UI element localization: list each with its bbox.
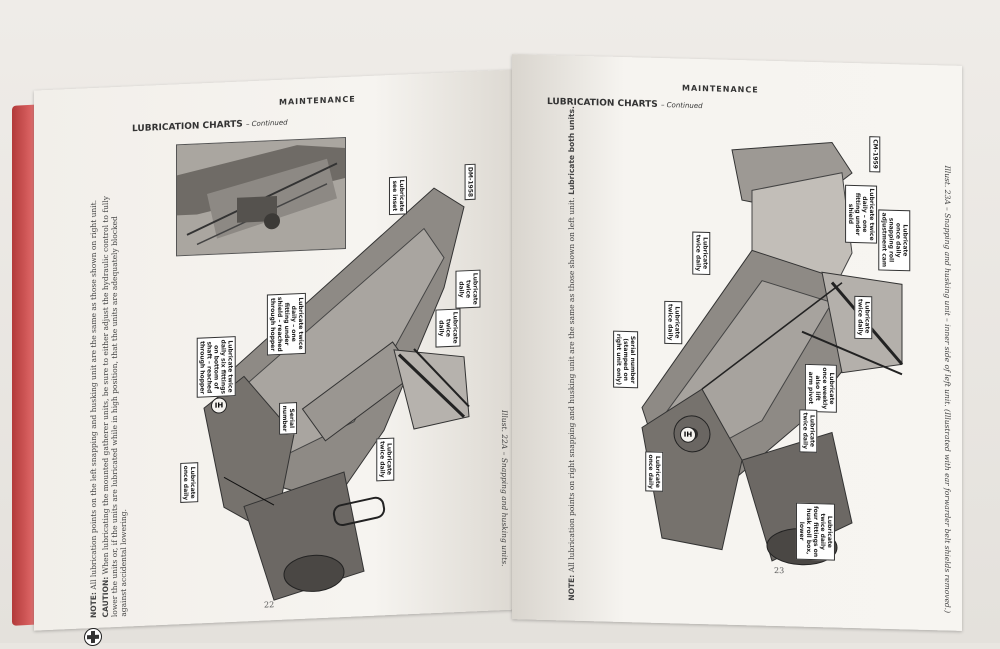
left-callout-5: Lubricate twice daily six fittings on bo…: [196, 336, 236, 399]
left-caution-label: CAUTION:: [101, 576, 110, 618]
left-page-number: 22: [264, 600, 275, 610]
right-illustration-caption: Illust. 23A – Snapping and husking unit …: [943, 165, 952, 614]
left-page: MAINTENANCE LUBRICATION CHARTS – Continu…: [34, 69, 519, 647]
left-callout-3: Lubricate twice daily – one fitting unde…: [266, 292, 306, 356]
left-callout-1: Lubricate see inset: [388, 176, 407, 216]
right-callout-7: Lubricate once weekly also lift arm pivo…: [804, 363, 837, 413]
right-callout-9: Lubricate once daily: [645, 451, 664, 493]
left-note-text: All lubrication points on the left snapp…: [89, 199, 98, 590]
right-running-head: MAINTENANCE: [682, 83, 759, 95]
right-callout-10: Lubricate twice daily four fittings on h…: [795, 502, 835, 561]
left-caution-text: When lubricating the mounted gatherer un…: [101, 195, 128, 618]
left-callout-6: Serial number: [279, 402, 298, 435]
right-note-label: NOTE:: [567, 574, 576, 601]
right-note: NOTE: All lubrication points on right sn…: [567, 106, 576, 601]
left-callout-8: Lubricate twice daily: [376, 437, 395, 481]
right-callout-3: Lubricate twice daily: [692, 231, 711, 275]
right-section-continued: – Continued: [660, 101, 703, 111]
open-manual: MAINTENANCE LUBRICATION CHARTS – Continu…: [12, 50, 992, 647]
left-callout-2: Lubricate twice daily: [455, 269, 481, 309]
inset-photo-drawing: [177, 138, 345, 256]
left-illustration-caption: Illust. 22A – Snapping and husking units…: [500, 409, 509, 567]
right-page-number: 23: [774, 565, 785, 576]
left-inset-photo: [176, 136, 346, 257]
right-callout-2: Lubricate once daily snapping roll adjus…: [878, 209, 911, 271]
left-callout-4: Lubricate twice daily: [435, 308, 461, 348]
left-running-head: MAINTENANCE: [279, 94, 356, 107]
right-callout-5: Lubricate twice daily: [664, 300, 683, 344]
left-caution: CAUTION: When lubricating the mounted ga…: [101, 186, 128, 618]
left-section-title: LUBRICATION CHARTS – Continued: [132, 118, 288, 135]
right-ih-logo-icon: IH: [680, 426, 696, 443]
left-section-title-text: LUBRICATION CHARTS: [132, 119, 243, 135]
right-callout-1: Lubricate twice daily – one fitting unde…: [845, 184, 878, 244]
left-note: NOTE: All lubrication points on the left…: [89, 200, 98, 618]
right-note-text: All lubrication points on right snapping…: [567, 197, 576, 573]
left-note-label: NOTE:: [89, 591, 98, 619]
left-callout-7: Lubricate once daily: [180, 462, 199, 504]
right-lubricate-both: Lubricate both units.: [567, 105, 576, 195]
right-callout-8: Lubricate twice daily: [799, 409, 818, 453]
right-page: MAINTENANCE LUBRICATION CHARTS – Continu…: [512, 54, 962, 631]
left-section-continued: – Continued: [245, 118, 288, 129]
right-callout-4: Lubricate twice daily: [854, 295, 873, 339]
safety-cross-icon: [84, 627, 102, 647]
right-callout-6: Serial number (stamped on right unit onl…: [613, 330, 639, 389]
right-section-title-text: LUBRICATION CHARTS: [547, 97, 658, 110]
